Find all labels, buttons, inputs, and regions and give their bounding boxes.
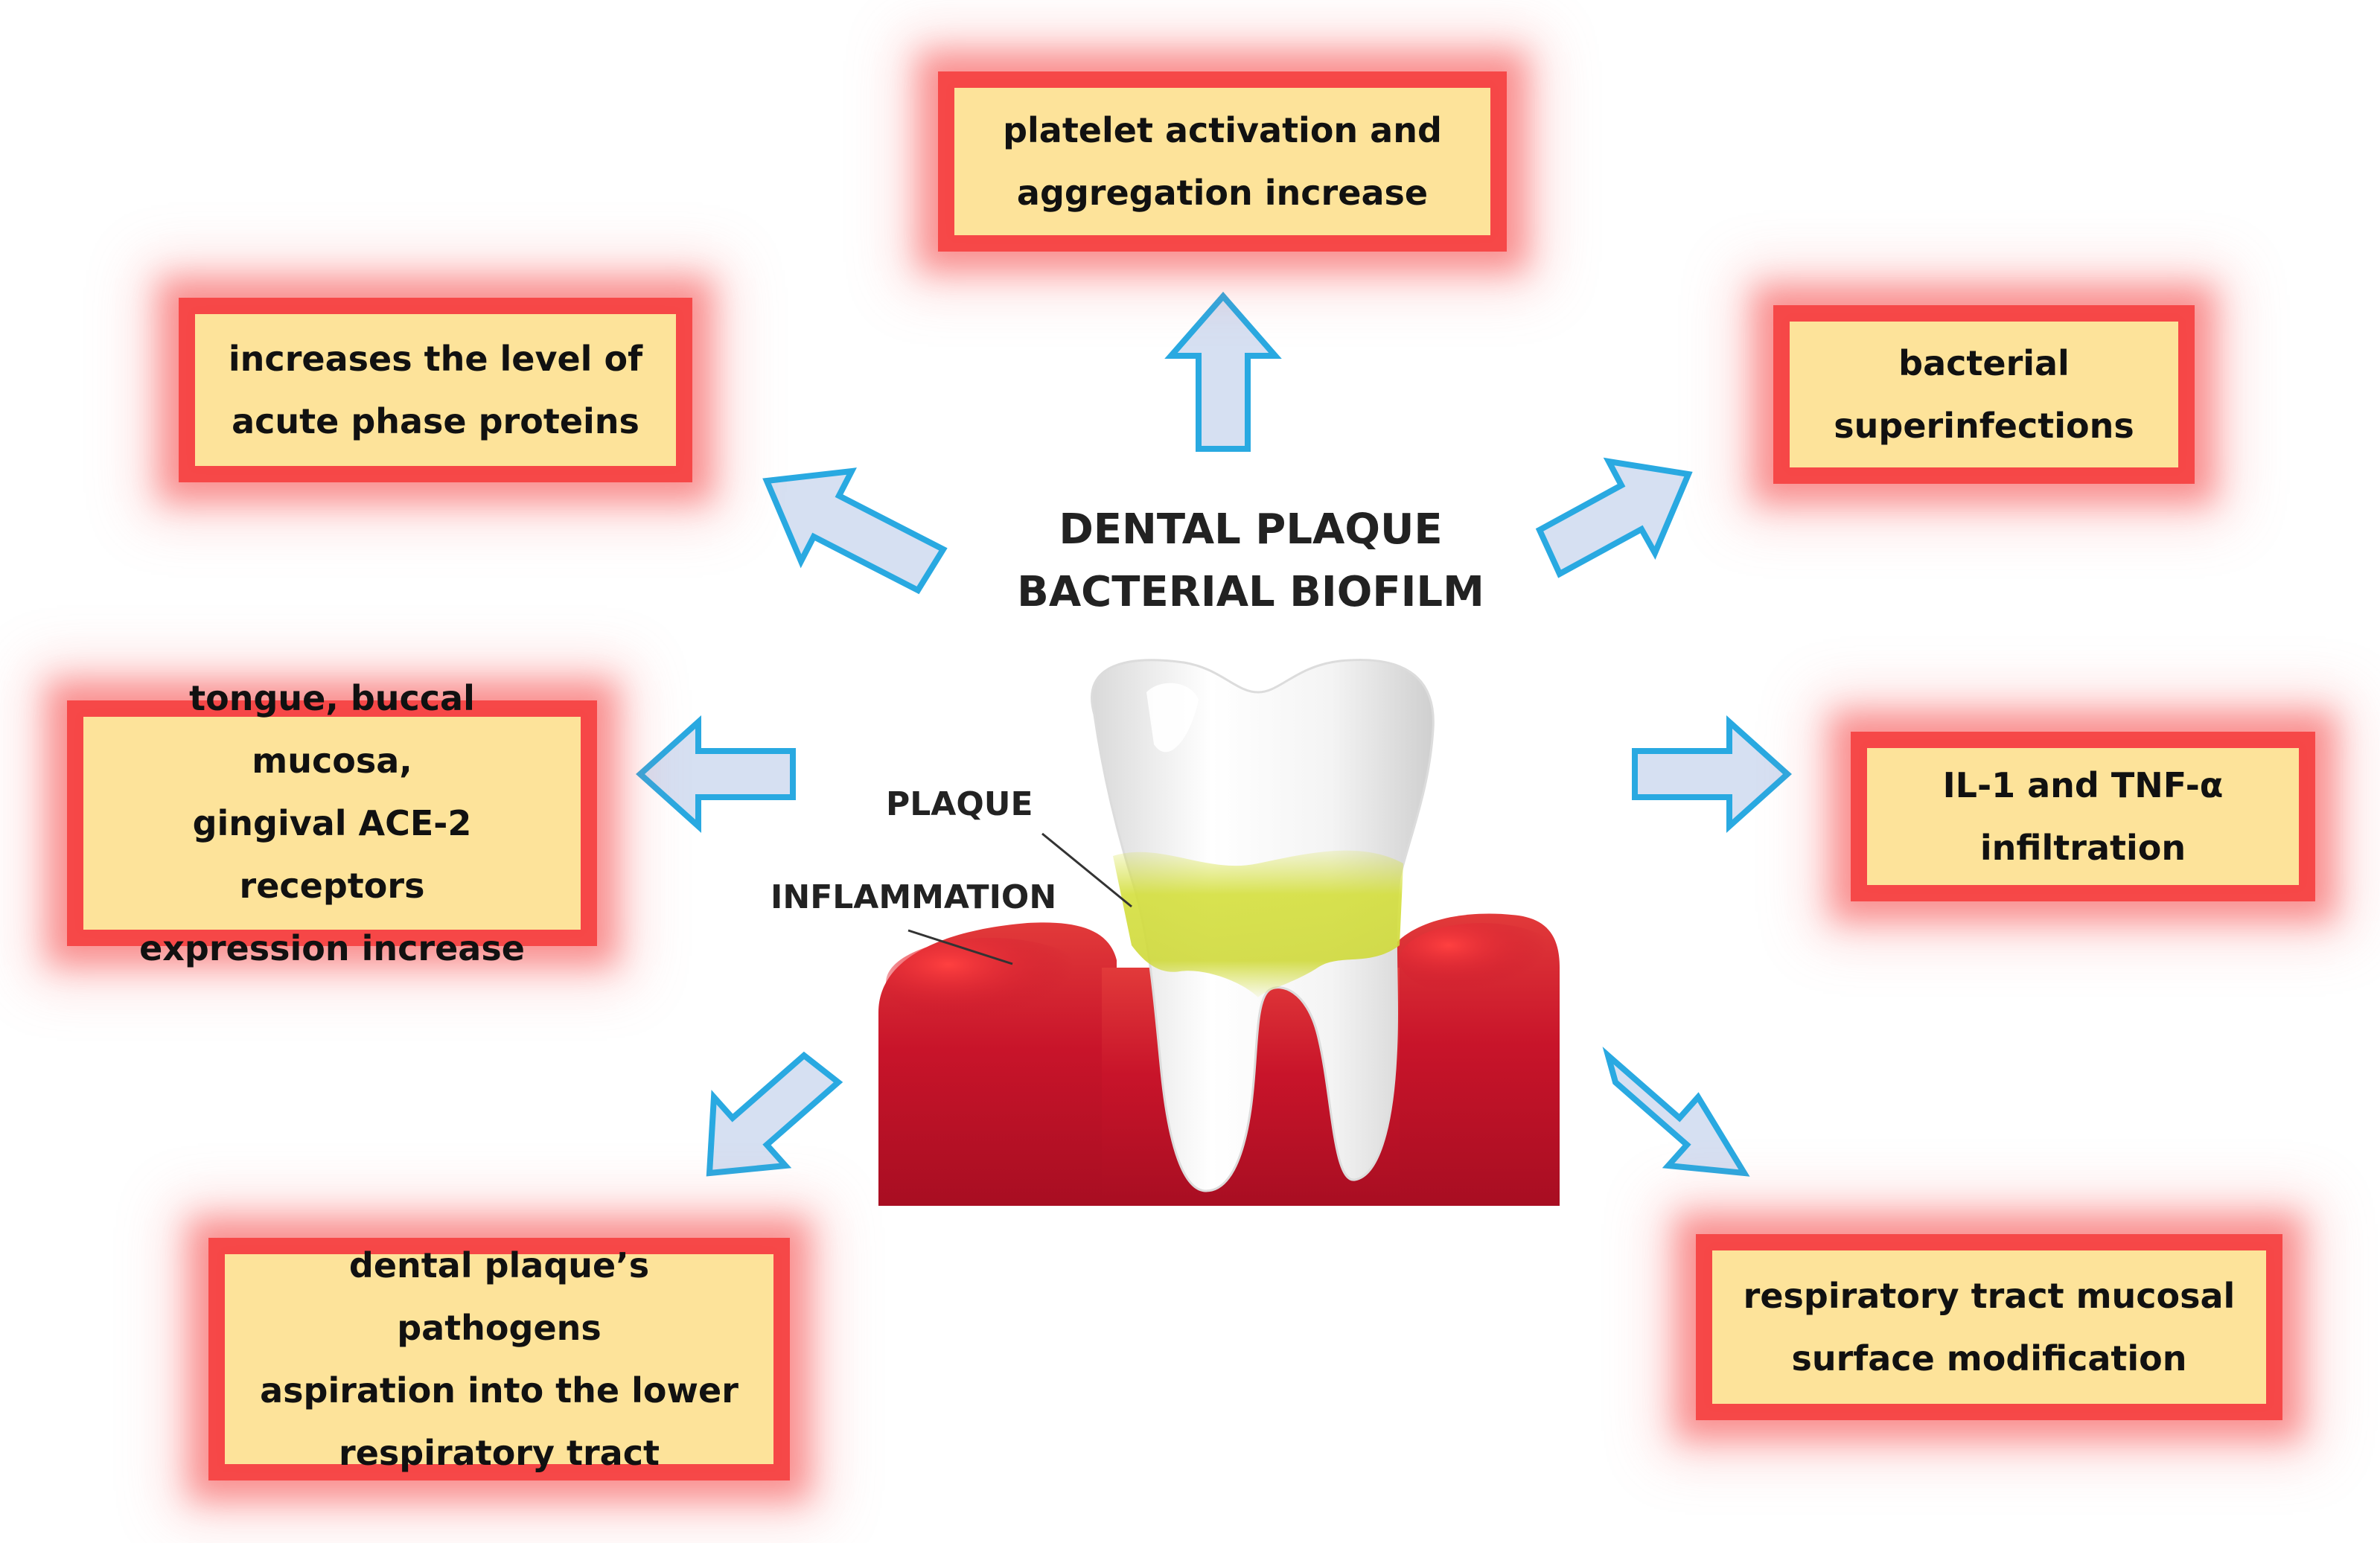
effect-text: aggregation increase [1016, 173, 1429, 213]
effect-box-mid-right: IL-1 and TNF-α infiltration [1867, 748, 2299, 885]
effect-text: aspiration into the lower [260, 1370, 738, 1411]
tooth-illustration [1091, 659, 1435, 1192]
effect-text: gingival ACE-2 receptors [192, 803, 472, 906]
effect-text: dental plaque’s pathogens [348, 1245, 650, 1348]
arrow-right-icon [1632, 715, 1792, 833]
effect-box-top-left: increases the level of acute phase prote… [195, 314, 676, 466]
effect-text: IL-1 and TNF-α [1942, 765, 2224, 805]
effect-text: acute phase proteins [232, 401, 639, 441]
effect-box-bottom-right: respiratory tract mucosal surface modifi… [1712, 1250, 2266, 1404]
inflammation-label: INFLAMMATION [771, 878, 1057, 916]
arrow-up-icon [1164, 291, 1282, 452]
effect-text: respiratory tract mucosal [1743, 1276, 2236, 1316]
effect-text: surface modification [1791, 1338, 2187, 1379]
title-line-1: DENTAL PLAQUE [1059, 505, 1443, 554]
effect-text: increases the level of [228, 339, 643, 379]
effect-box-mid-left: tongue, buccal mucosa, gingival ACE-2 re… [83, 678, 581, 968]
effect-text: tongue, buccal mucosa, [189, 678, 475, 781]
effect-text: bacterial [1898, 343, 2070, 383]
effect-text: expression increase [139, 928, 525, 968]
diagram-title: DENTAL PLAQUE BACTERIAL BIOFILM [960, 499, 1541, 624]
plaque-pointer-line [1041, 832, 1132, 908]
inflammation-pointer-line [907, 929, 1013, 965]
arrow-left-icon [636, 715, 796, 833]
plaque-label: PLAQUE [886, 785, 1033, 823]
effect-text: infiltration [1979, 828, 2186, 868]
arrow-up-right-icon [1535, 457, 1693, 578]
arrow-down-right-icon [1602, 1047, 1750, 1177]
effect-box-top: platelet activation and aggregation incr… [954, 88, 1490, 235]
effect-text: respiratory tract [339, 1433, 660, 1473]
effect-text: superinfections [1834, 406, 2134, 446]
arrow-down-left-icon [706, 1051, 843, 1177]
effect-box-top-right: bacterial superinfections [1790, 322, 2178, 467]
effect-text: platelet activation and [1003, 110, 1442, 150]
arrow-up-left-icon [762, 467, 948, 595]
effect-box-bottom-left: dental plaque’s pathogens aspiration int… [225, 1245, 773, 1473]
title-line-2: BACTERIAL BIOFILM [1017, 568, 1484, 616]
